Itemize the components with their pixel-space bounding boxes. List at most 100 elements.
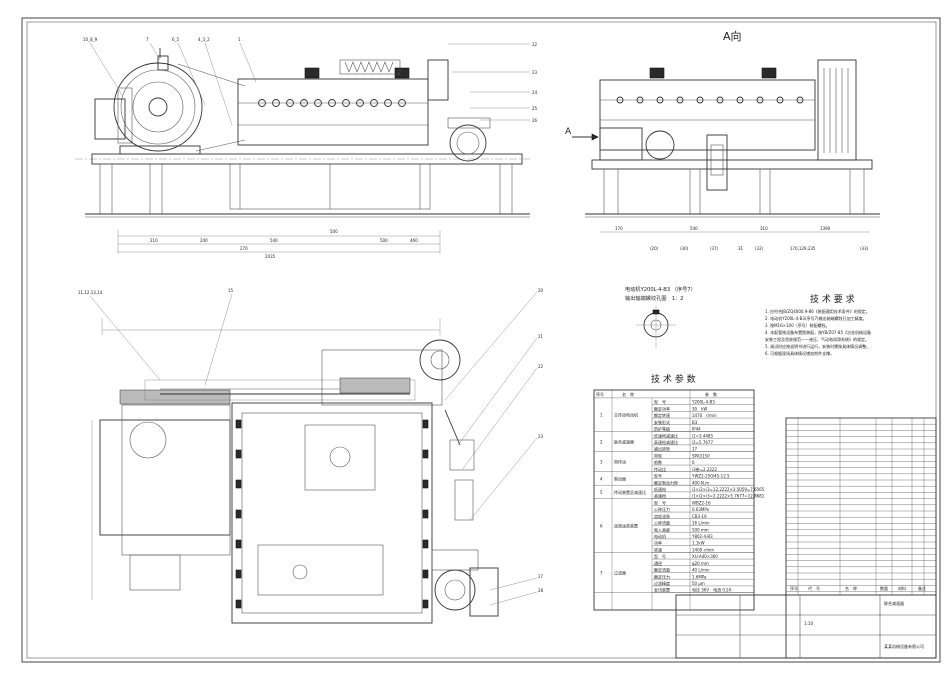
bottom-label: (37) <box>710 246 719 251</box>
param-key: 电动机 <box>654 533 666 539</box>
param-value: 400 N.m <box>692 480 709 485</box>
param-value: i3带=2.2222 <box>692 467 717 472</box>
dim-label: 500 <box>330 229 338 234</box>
title-block: 联合减速器 某某机械设备有限公司 1:10 <box>675 594 937 659</box>
a-view: A向 A 170 540 <box>565 29 880 251</box>
param-value: φ20 mm <box>692 561 709 566</box>
balloon-label: 26 <box>532 118 538 123</box>
dim-label: 540 <box>690 226 698 231</box>
tech-requirements: 技 术 要 求 1. 应符合JB/ZQ4000.9-86《装配通用技术条件》的规… <box>765 293 871 356</box>
param-key: 额定功率 <box>654 405 670 411</box>
param-value: i1=3.4485 <box>692 433 713 438</box>
param-group-name: 过滤器 <box>614 569 626 575</box>
view-label-a: A向 <box>723 29 742 43</box>
param-key: 转速 <box>654 546 662 552</box>
table-header: 序号 <box>596 391 604 397</box>
parts-header-no: 序号 <box>790 585 798 591</box>
bottom-label: 31 <box>738 246 744 251</box>
parts-header-qty: 数量 <box>880 585 888 591</box>
param-value: 1.1kW <box>692 541 705 546</box>
param-value: IP44 <box>692 427 701 432</box>
param-group-no: 5 <box>600 490 603 495</box>
balloon-label: 22 <box>532 42 538 47</box>
balloon-label: 15 <box>228 288 234 293</box>
tech-req-line: 3. 按M16×100（序号）装配螺栓。 <box>765 322 830 328</box>
dim-label: 310 <box>760 226 768 231</box>
param-group-name: 联合减速器 <box>614 439 634 445</box>
balloon-label: 23 <box>538 434 544 439</box>
param-key: 高速档 <box>654 493 666 499</box>
param-group-no: 3 <box>600 460 603 465</box>
balloon-label: 27 <box>538 574 544 579</box>
param-value: 1470 r/min <box>692 413 717 418</box>
param-key: 吸入高度 <box>654 526 670 532</box>
param-group-no: 7 <box>600 570 603 575</box>
tech-requirements-title: 技 术 要 求 <box>810 293 855 305</box>
param-key: 额定压力 <box>654 573 670 579</box>
title-company: 某某机械设备有限公司 <box>884 643 924 649</box>
dim-label: 210 <box>150 238 158 243</box>
param-value: 500 mm <box>692 527 709 532</box>
param-key: 输出转矩 <box>654 446 670 452</box>
param-key: 通径 <box>654 560 662 566</box>
param-value: i1×i2×i3=12.2222×3.5059=7.6565 <box>692 487 765 492</box>
parts-header-name: 名 称 <box>845 585 857 591</box>
balloon-label: 11,12,13,14 <box>78 290 103 295</box>
dim-label: 2435 <box>265 254 276 259</box>
motor-shaft-detail: 电动机Y200L-4-B3 （序号7） 输出轴端螺纹孔图 1：2 <box>625 285 696 348</box>
parts-header-code: 代 号 <box>808 585 820 591</box>
param-key: 型 号 <box>654 499 666 505</box>
balloon-label: 24 <box>532 90 538 95</box>
tech-params-title: 技 术 参 数 <box>651 373 696 385</box>
param-key: 型 号 <box>654 399 666 405</box>
gearbox-bolt-row <box>258 99 406 107</box>
dim-label: 500 <box>380 238 388 243</box>
param-value: 16 L/min <box>692 521 710 526</box>
param-key: 型号 <box>654 473 662 479</box>
param-value: B3 <box>692 420 698 425</box>
a-arrow-label: A <box>565 127 572 137</box>
balloon-label: 4_3_2 <box>198 37 210 42</box>
motor-title-2: 输出轴端螺纹孔图 1：2 <box>625 294 683 302</box>
balloon-label: 28 <box>538 588 544 593</box>
tech-req-line: 4. 本配管按设备布置图装配，按YB/Z07-85《冶金机械设备 <box>765 329 871 335</box>
param-key: 过滤精度 <box>654 580 670 586</box>
table-header: 参 数 <box>705 391 717 397</box>
param-group-no: 2 <box>600 440 603 445</box>
param-key: 低速档减速比 <box>654 432 678 438</box>
tech-req-line: 5. 调试时应按说明书进行运行，安装时需按具体情况调整。 <box>765 343 870 349</box>
balloon-label: 10_8_9 <box>83 37 98 42</box>
param-key: 安装形式 <box>654 419 670 425</box>
plan-edge-bolts <box>235 419 429 609</box>
param-key: 根数 <box>654 459 662 465</box>
front-view: 210 240 540 500 500 460 270 2435 10_8_9 … <box>75 37 538 259</box>
table-header: 名 称 <box>622 391 634 397</box>
balloon-label: 20 <box>538 288 544 293</box>
param-key: 带型 <box>654 452 662 458</box>
title-scale: 1:10 <box>804 621 813 626</box>
param-group-name: 制动器 <box>614 475 626 481</box>
param-key: 高速档减速比 <box>654 439 678 445</box>
dim-label: 170 <box>615 226 623 231</box>
param-value: i2=5.7677 <box>692 440 713 445</box>
param-value: 0.63MPa <box>692 507 710 512</box>
bottom-label: (30) <box>680 246 689 251</box>
dim-label: 1390 <box>820 226 831 231</box>
param-key: 低速档 <box>654 486 666 492</box>
param-value: 1400 r/min <box>692 547 714 552</box>
plan-view: 11,12,13,14 15 20 21 22 23 27 28 <box>78 288 544 624</box>
param-key: 额定转速 <box>654 412 670 418</box>
parts-list: 序号 代 号 名 称 数量 材料 备注 <box>785 417 937 659</box>
param-group-name: 传动装置总减速比 <box>614 489 646 495</box>
param-key: 发讯装置 <box>654 587 670 593</box>
dim-label: 540 <box>270 238 278 243</box>
param-value: Y802-4-B3 <box>691 534 713 539</box>
param-key: 功率 <box>654 540 662 546</box>
param-group-no: 1 <box>600 413 603 418</box>
balloon-label: 23 <box>532 70 538 75</box>
motor-title-1: 电动机Y200L-4-B3 （序号7） <box>625 285 696 293</box>
param-group-no: 4 <box>600 476 603 481</box>
title-drawing-name: 联合减速器 <box>884 600 904 606</box>
